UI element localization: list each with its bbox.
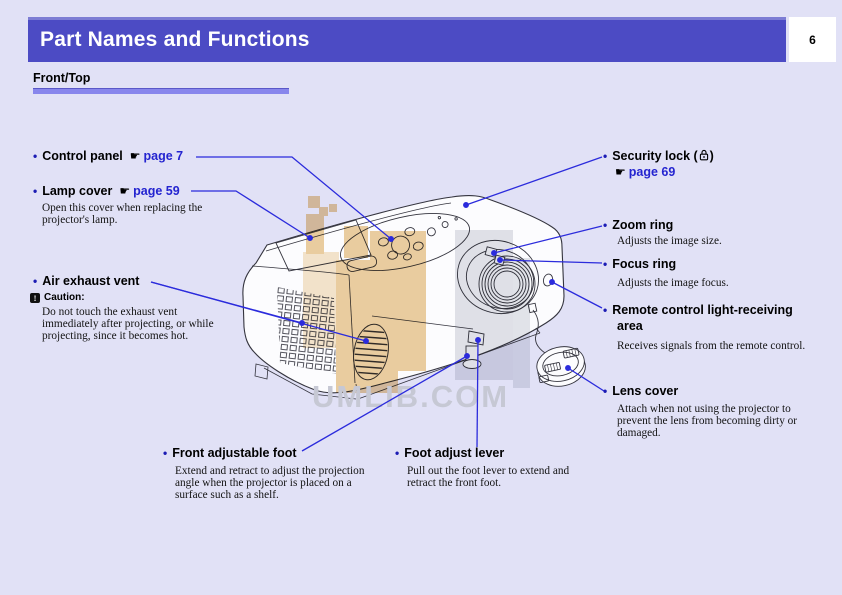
zoom-ring-label: Zoom ring xyxy=(612,218,674,232)
caution-title: Caution: xyxy=(44,292,85,303)
security-lock-page-row: ☛page 69 xyxy=(615,165,675,180)
header-bar: Part Names and Functions xyxy=(28,17,786,62)
callout-lines xyxy=(150,156,605,452)
bullet: • xyxy=(603,257,608,271)
callout-air-exhaust: • Air exhaust vent xyxy=(33,274,139,289)
remote-area-label-line1: Remote control light-receiving xyxy=(612,303,793,317)
lens-cover-label: Lens cover xyxy=(612,384,679,398)
bullet: • xyxy=(603,218,608,232)
security-lock-label-close: ) xyxy=(709,149,714,163)
page-number: 6 xyxy=(789,17,836,62)
line-front-foot xyxy=(301,353,470,452)
security-lock-label: Security lock ( xyxy=(612,149,698,163)
line-air-exhaust-2 xyxy=(150,281,369,344)
air-exhaust-caution-text: Do not touch the exhaust vent immediatel… xyxy=(42,306,214,343)
control-panel-label: Control panel xyxy=(42,149,123,163)
pointing-hand-icon: ☛ xyxy=(119,184,131,198)
callout-remote-area: • Remote control light-receiving area xyxy=(603,302,793,334)
callout-lens-cover: • Lens cover xyxy=(603,384,678,399)
bullet: • xyxy=(603,303,608,317)
lock-icon xyxy=(699,149,708,161)
section-title: Front/Top xyxy=(33,71,91,85)
front-foot-desc: Extend and retract to adjust the project… xyxy=(175,465,365,502)
security-lock-page-link[interactable]: page 69 xyxy=(628,165,676,179)
pointing-hand-icon: ☛ xyxy=(129,149,141,163)
focus-ring-label: Focus ring xyxy=(612,257,677,271)
callout-front-foot: • Front adjustable foot xyxy=(163,446,297,461)
line-control-panel xyxy=(196,156,394,242)
callout-foot-lever: • Foot adjust lever xyxy=(395,446,504,461)
bullet: • xyxy=(163,446,168,460)
bullet: • xyxy=(395,446,400,460)
lamp-cover-desc: Open this cover when replacing the proje… xyxy=(42,202,203,227)
line-foot-lever xyxy=(475,337,481,448)
zoom-ring-desc: Adjusts the image size. xyxy=(617,235,722,247)
lens-cover-drawing xyxy=(527,302,586,387)
callout-control-panel: • Control panel ☛page 7 xyxy=(33,149,183,164)
watermark-text: UMLIB.COM xyxy=(312,379,509,414)
callout-security-lock: • Security lock () xyxy=(603,149,714,164)
front-foot-label: Front adjustable foot xyxy=(172,446,297,460)
caution-heading: ! Caution: xyxy=(30,292,85,303)
bullet: • xyxy=(603,384,608,398)
bullet: • xyxy=(603,149,608,163)
line-security-lock xyxy=(463,156,603,208)
remote-area-desc: Receives signals from the remote control… xyxy=(617,340,806,352)
section-underline xyxy=(33,88,289,94)
line-lens-cover xyxy=(565,365,605,392)
focus-ring-desc: Adjusts the image focus. xyxy=(617,277,729,289)
air-exhaust-label: Air exhaust vent xyxy=(42,274,140,288)
pointing-hand-icon: ☛ xyxy=(615,165,626,179)
line-zoom-ring xyxy=(491,225,603,256)
callout-focus-ring: • Focus ring xyxy=(603,257,676,272)
line-remote-area xyxy=(549,279,603,309)
bullet: • xyxy=(33,149,38,163)
caution-icon: ! xyxy=(30,292,40,303)
bullet: • xyxy=(33,274,38,288)
foot-lever-desc: Pull out the foot lever to extend and re… xyxy=(407,465,570,490)
callout-lamp-cover: • Lamp cover ☛page 59 xyxy=(33,184,180,199)
lamp-cover-page-link[interactable]: page 59 xyxy=(133,184,180,198)
bullet: • xyxy=(33,184,38,198)
callout-zoom-ring: • Zoom ring xyxy=(603,218,673,233)
line-lamp-cover xyxy=(191,190,313,241)
remote-area-label-line2: area xyxy=(617,319,643,333)
control-panel-page-link[interactable]: page 7 xyxy=(143,149,184,163)
foot-lever-label: Foot adjust lever xyxy=(404,446,505,460)
line-focus-ring xyxy=(497,257,603,264)
page-title: Part Names and Functions xyxy=(40,28,310,51)
lens-cover-desc: Attach when not using the projector to p… xyxy=(617,403,798,440)
lamp-cover-label: Lamp cover xyxy=(42,184,113,198)
